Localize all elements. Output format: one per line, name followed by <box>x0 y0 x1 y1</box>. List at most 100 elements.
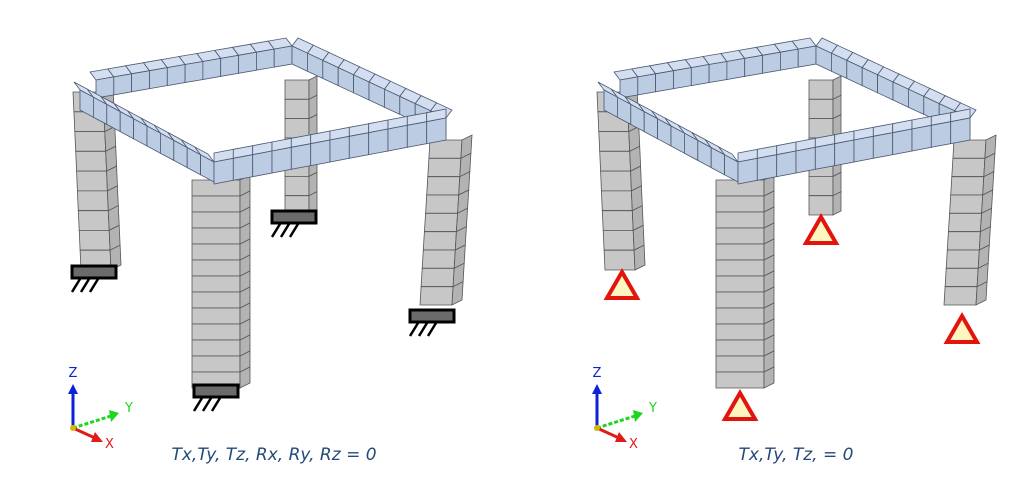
axis-origin <box>594 425 600 431</box>
front-column-front-segment <box>715 275 765 293</box>
back-column-front-segment <box>808 175 834 197</box>
right-caption: Tx,Ty, Tz, = 0 <box>739 445 854 465</box>
front-column-front-segment <box>715 355 765 373</box>
support-left-hatch <box>88 278 100 293</box>
right-column-front-segment <box>944 267 979 288</box>
back-column-front-segment <box>284 98 310 119</box>
left-column-front-segment <box>600 190 633 212</box>
support-right-hatch <box>426 322 438 337</box>
y-axis-arrowhead <box>109 410 119 422</box>
front-beam-face-segment <box>892 128 913 156</box>
left-side-beam <box>73 81 215 183</box>
axis-triad: ZYX <box>68 366 133 452</box>
left-axis-triad: ZYX <box>68 366 133 452</box>
left-column-front-segment <box>76 190 109 212</box>
back-beam-face-segment <box>637 73 656 96</box>
support-back <box>270 209 318 238</box>
back-beam-face-segment <box>255 48 275 71</box>
back-beam-face-segment <box>220 54 239 77</box>
front-beam-face-segment <box>834 139 855 167</box>
left-column-front-segment <box>74 131 107 152</box>
front-column-front-segment <box>191 275 241 293</box>
support-front <box>192 383 240 412</box>
support-right <box>943 311 981 344</box>
back-column-front-segment <box>284 118 310 139</box>
x-axis-line <box>72 426 96 440</box>
front-column-front-segment <box>191 339 241 357</box>
front-column-side-segment <box>239 366 251 389</box>
support-back-hatch <box>270 223 282 238</box>
front-beam-face-segment <box>795 146 816 174</box>
left-column-front-segment <box>600 170 632 192</box>
support-left-hatch <box>70 278 82 293</box>
front-column-front-segment <box>191 291 241 309</box>
support-right-plate <box>408 308 456 324</box>
front-beam-face-segment <box>911 124 932 152</box>
back-column-front-segment <box>808 118 834 139</box>
left-frame-model: ZYX Tx,Ty, Tz, Rx, Ry, Rz = 0 <box>68 37 473 465</box>
right-column-front-segment <box>419 286 454 306</box>
front-beam-face-segment <box>776 150 797 178</box>
front-column-front-segment <box>715 243 765 261</box>
left-column-front-segment <box>599 150 632 172</box>
back-beam-face-segment <box>238 51 257 74</box>
left-column-side-segment <box>633 244 646 271</box>
front-column-front-segment <box>191 211 241 229</box>
x-axis-arrowhead <box>91 432 103 442</box>
support-right-hatch <box>417 322 429 337</box>
front-column-front-segment <box>715 211 765 229</box>
front-column-front <box>191 179 241 389</box>
back-beam-face-segment <box>149 67 168 90</box>
back-column-front-segment <box>808 195 834 216</box>
front-beam-face-segment <box>387 124 408 152</box>
right-column-front-segment <box>426 176 461 196</box>
front-column-front-segment <box>715 323 765 341</box>
back-beam-face-segment <box>708 61 728 83</box>
front-column-front-segment <box>191 195 241 213</box>
back-column-front-segment <box>284 175 310 197</box>
z-axis-label: Z <box>69 366 78 381</box>
left-side-beam-face <box>79 89 215 183</box>
right-frame-model: ZYX Tx,Ty, Tz, = 0 <box>592 37 997 465</box>
right-pinned-supports <box>603 212 981 421</box>
right-column-front-segment <box>427 157 462 178</box>
support-back-hatch <box>288 223 300 238</box>
axis-origin <box>70 425 76 431</box>
left-side-beam-face <box>603 89 739 183</box>
left-column-front-segment <box>78 229 111 251</box>
y-axis-line <box>596 414 636 430</box>
axis-triad: ZYX <box>592 366 657 452</box>
support-back-triangle <box>802 212 840 245</box>
back-beam-face-segment <box>166 64 186 87</box>
right-axis-triad: ZYX <box>592 366 657 452</box>
right-column-front-segment <box>423 212 459 233</box>
back-beam-face-segment <box>690 64 710 87</box>
support-front-plate <box>192 383 240 399</box>
front-beam-face-segment <box>930 121 952 148</box>
right-column-front <box>419 139 463 306</box>
left-side-beam <box>597 81 739 183</box>
right-column-front-segment <box>420 267 455 288</box>
right-column-front-segment <box>950 176 985 196</box>
support-left-triangle <box>603 267 641 300</box>
z-axis-label: Z <box>593 366 602 381</box>
front-beam-face-segment <box>232 154 254 181</box>
right-column-side-segment <box>975 281 988 306</box>
right-column-front-segment <box>428 139 463 159</box>
front-column-front-segment <box>715 259 765 277</box>
front-beam-face-segment <box>872 132 894 159</box>
y-axis-arrowhead <box>633 410 643 422</box>
support-right-hatch <box>408 322 420 337</box>
z-axis-arrowhead <box>592 384 602 394</box>
right-column-side <box>451 134 473 306</box>
support-back <box>802 212 840 245</box>
support-front-hatch <box>201 397 213 412</box>
front-column-front <box>715 179 765 389</box>
left-caption: Tx,Ty, Tz, Rx, Ry, Rz = 0 <box>171 445 376 465</box>
support-front-hatch <box>192 397 204 412</box>
support-right-triangle <box>943 311 981 344</box>
front-beam-face-segment <box>271 146 292 174</box>
right-column-front-segment <box>943 286 978 306</box>
front-column-front-segment <box>191 243 241 261</box>
back-column-front-segment <box>284 79 310 100</box>
